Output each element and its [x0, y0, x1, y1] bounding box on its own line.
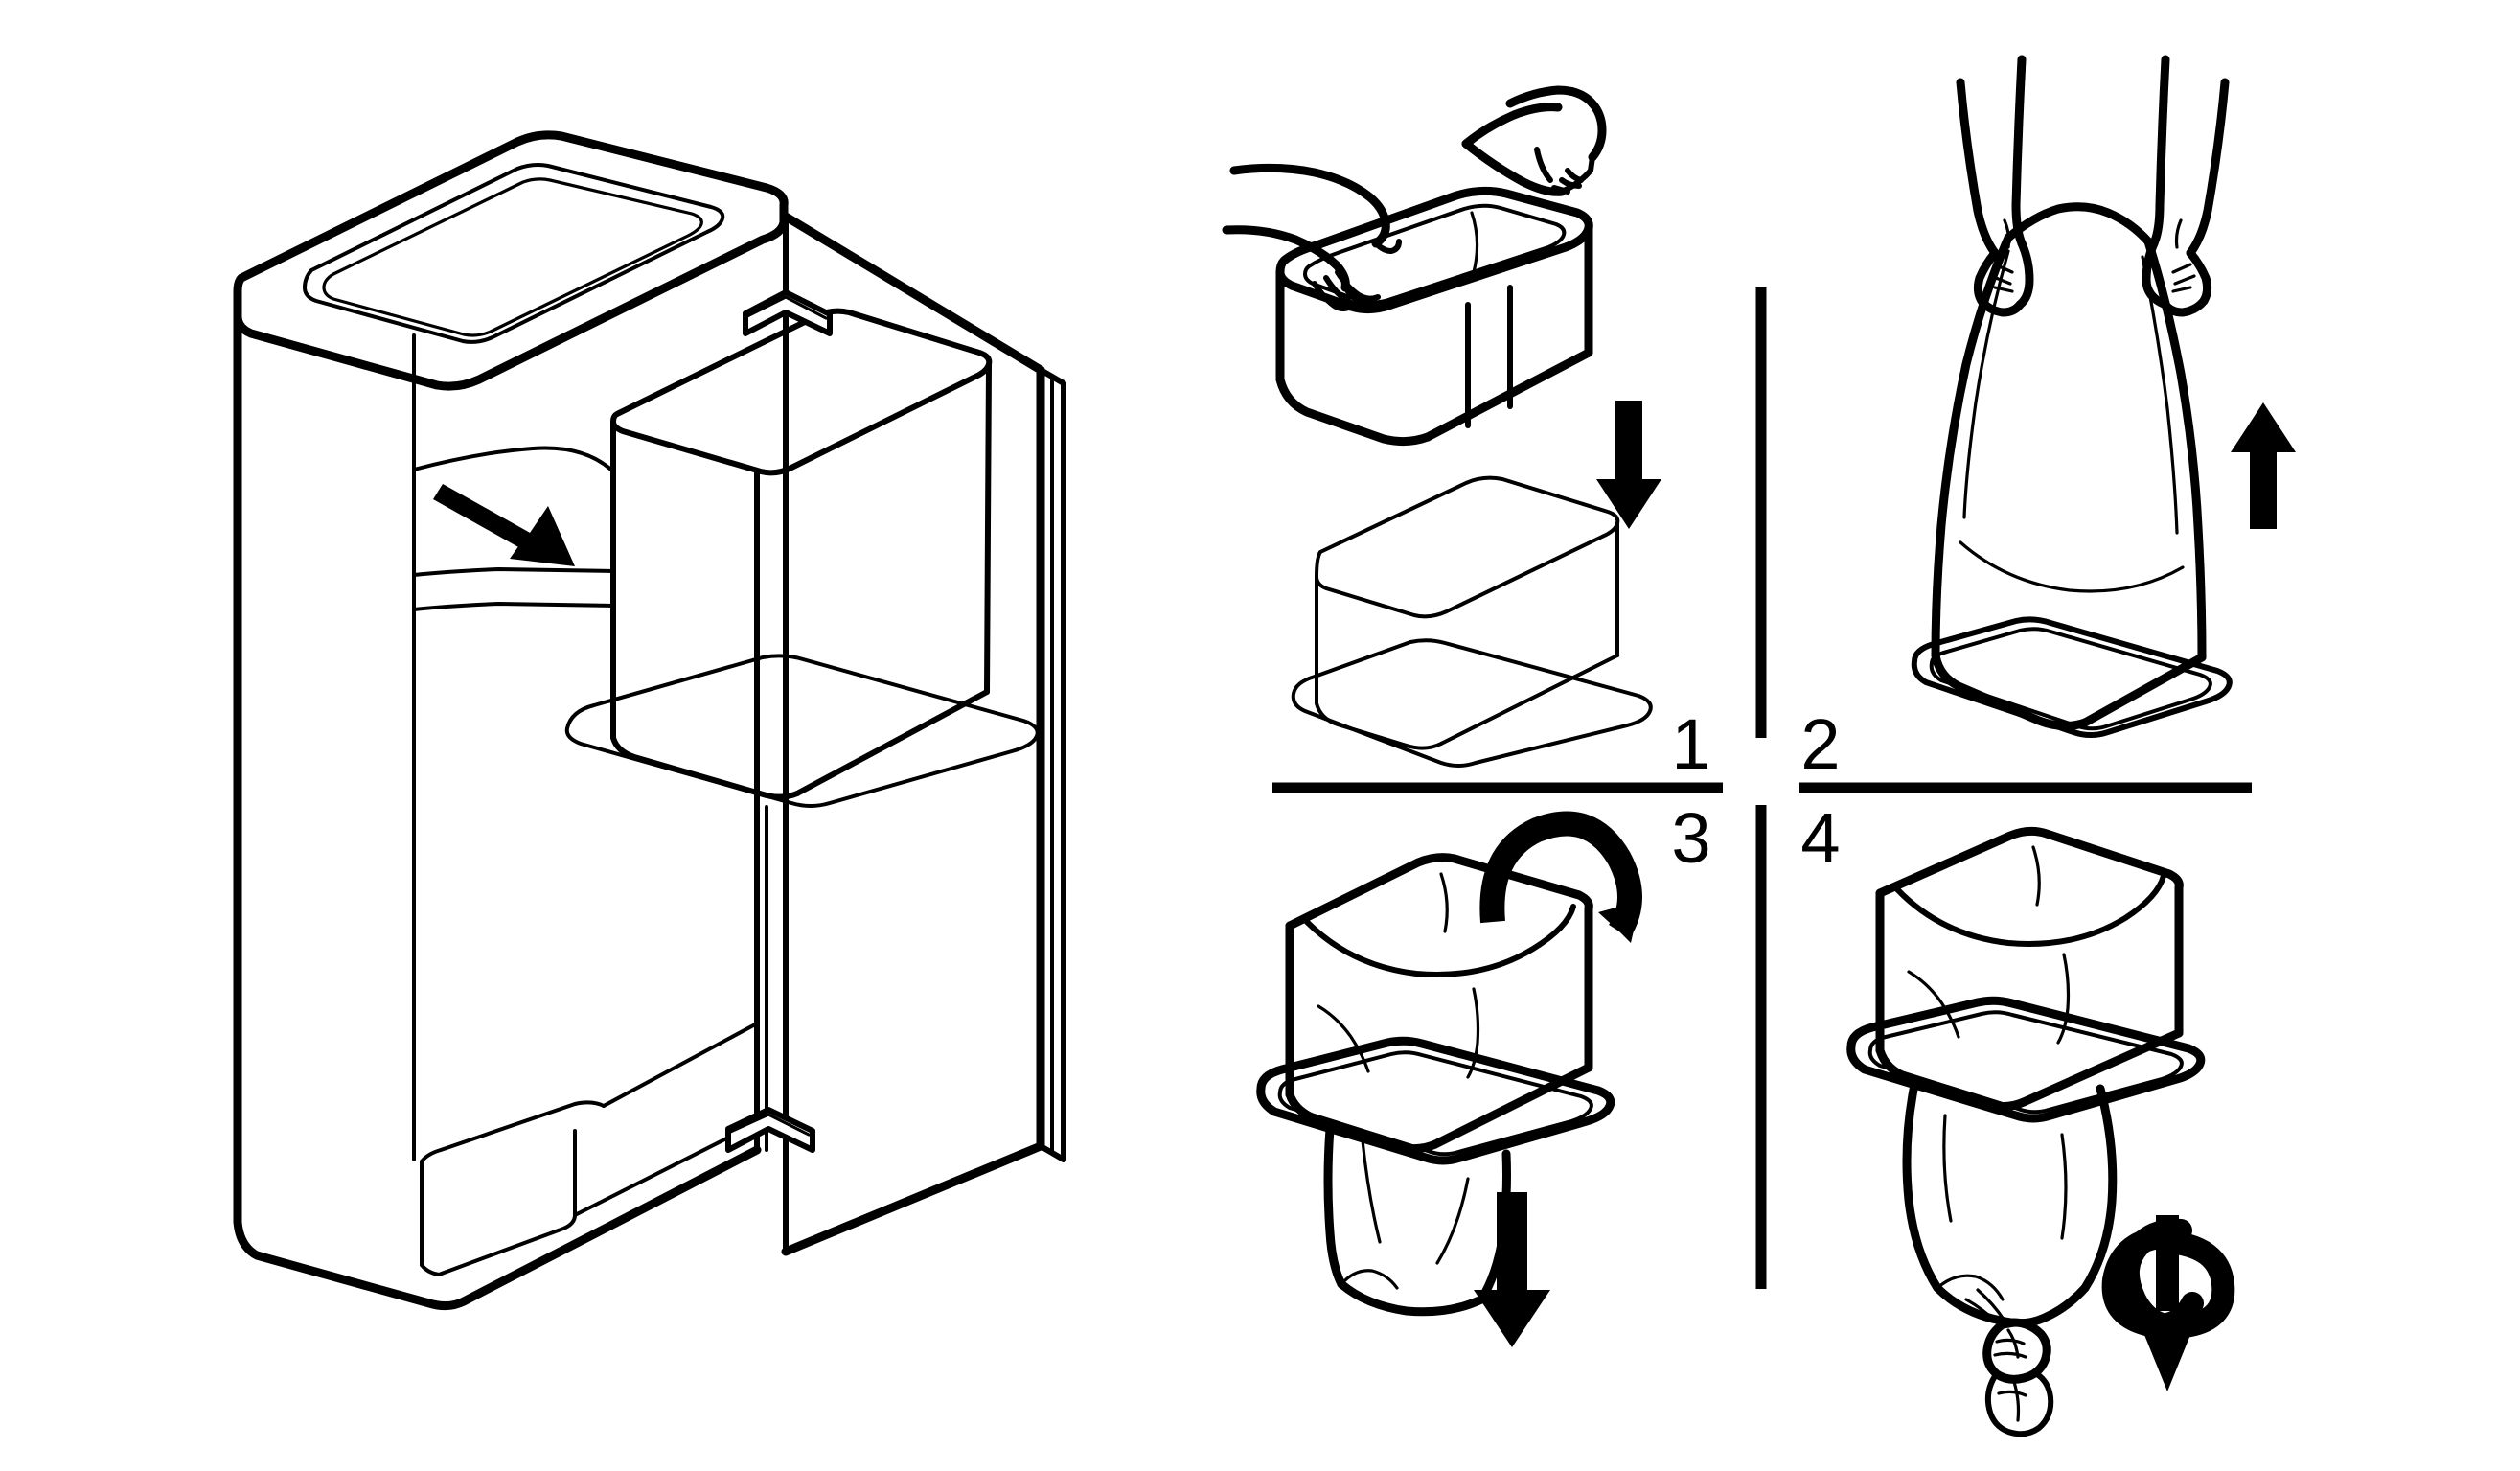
liner-bag — [1275, 186, 1593, 447]
down-arrow — [1596, 401, 1661, 529]
open-bag — [1875, 826, 2184, 1112]
quadrant-number-1: 1 — [1671, 704, 1710, 784]
quadrant-number-3: 3 — [1671, 798, 1710, 878]
quadrant-number-4: 4 — [1800, 798, 1840, 878]
retaining-ring — [1256, 1036, 1615, 1165]
knot-symbol-arrow — [2101, 1215, 2235, 1391]
trash-cabinet-assembly — [233, 130, 1066, 1311]
remove-liner-panel — [1222, 85, 1661, 768]
quadrant-number-2: 2 — [1800, 704, 1840, 784]
right-hand — [1461, 85, 1607, 196]
left-hand — [1222, 163, 1402, 311]
down-arrow — [1474, 1192, 1550, 1347]
full-bag — [1911, 202, 2233, 738]
hook-arrow — [1479, 811, 1642, 943]
empty-bucket — [1291, 475, 1653, 768]
tie-knot-panel — [1846, 826, 2235, 1437]
door-hinge-bottom — [725, 1107, 815, 1153]
left-hand — [1956, 55, 2034, 317]
up-arrow — [2231, 402, 2296, 529]
insert-arrow — [433, 484, 575, 566]
tied-knot — [1964, 1288, 2054, 1437]
cabinet-door — [781, 212, 1066, 1256]
door-hinge-top — [743, 289, 833, 336]
cabinet-body — [233, 130, 789, 1311]
cabinet-interior — [412, 333, 615, 1161]
pull-through-panel — [1256, 811, 1642, 1347]
right-hand — [2142, 55, 2230, 317]
bag-tail — [1902, 1080, 2118, 1328]
inner-bucket — [564, 308, 1040, 1152]
bag-tail — [1323, 1124, 1511, 1317]
retaining-ring — [1846, 996, 2206, 1123]
lift-bag-panel — [1911, 55, 2296, 738]
open-bag — [1285, 853, 1593, 1154]
